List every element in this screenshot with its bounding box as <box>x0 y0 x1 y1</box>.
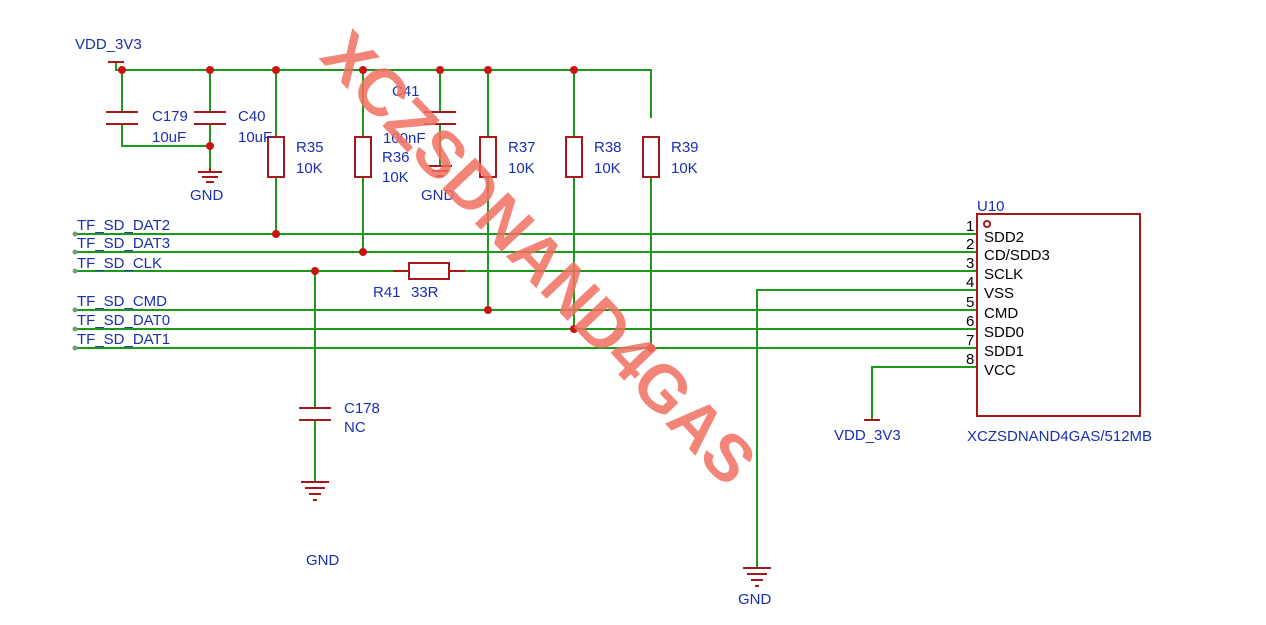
gnd-vss-label: GND <box>738 591 772 608</box>
r41-value: 33R <box>411 284 439 301</box>
u10-pin-num: 4 <box>966 274 974 291</box>
gnd-c179-label: GND <box>190 187 224 204</box>
u10-pin-num: 2 <box>966 236 974 253</box>
junction-dot <box>359 66 367 74</box>
r39-symbol <box>642 136 660 178</box>
r36-symbol <box>354 136 372 178</box>
u10-pin-num: 8 <box>966 351 974 368</box>
r41-symbol <box>393 262 465 280</box>
c179-value: 10uF <box>152 129 186 146</box>
u10-pin-num: 3 <box>966 255 974 272</box>
c41-value: 100nF <box>383 130 426 147</box>
net-endpoint-dot <box>72 345 78 351</box>
c179-symbol <box>106 111 138 125</box>
vdd-bottom-label: VDD_3V3 <box>834 427 901 444</box>
net-label-dat3: TF_SD_DAT3 <box>77 235 170 252</box>
net-endpoint-dot <box>72 231 78 237</box>
junction-dot <box>206 142 214 150</box>
labels: VDD_3V3 C179 10uF C40 10uF GND R35 10K R… <box>75 36 1152 608</box>
r36-ref: R36 <box>382 149 410 166</box>
c178-ref: C178 <box>344 400 380 417</box>
u10-pins: 1 SDD2 2 CD/SDD3 3 SCLK 4 VSS 5 CMD 6 SD… <box>966 218 1050 379</box>
r39-value: 10K <box>671 160 698 177</box>
net-endpoint-dot <box>72 307 78 313</box>
u10-part: XCZSDNAND4GAS/512MB <box>967 428 1152 445</box>
r36-value: 10K <box>382 169 409 186</box>
r35-ref: R35 <box>296 139 324 156</box>
u10-pin-name: SCLK <box>984 266 1023 283</box>
c178-symbol <box>299 407 331 421</box>
junction-dot <box>436 66 444 74</box>
junction-dot <box>118 66 126 74</box>
junction-dot <box>359 248 367 256</box>
junction-dot <box>570 325 578 333</box>
r38-value: 10K <box>594 160 621 177</box>
vdd-rail-wire <box>115 62 652 118</box>
gnd-symbol-c179 <box>198 168 222 183</box>
vcc-rail-wire <box>871 366 977 420</box>
c40-ref: C40 <box>238 108 266 125</box>
wires <box>76 62 977 568</box>
c179-bottom-wire <box>121 124 210 147</box>
u10-ref: U10 <box>977 198 1005 215</box>
u10-pin-name: SDD2 <box>984 229 1024 246</box>
u10-pin-name: SDD1 <box>984 343 1024 360</box>
r37-value: 10K <box>508 160 535 177</box>
junction-dot <box>484 306 492 314</box>
net-endpoint-dot <box>72 268 78 274</box>
r38-symbol <box>565 136 583 178</box>
u10-pin1-marker <box>983 220 991 228</box>
net-label-dat0: TF_SD_DAT0 <box>77 312 170 329</box>
c179-ref: C179 <box>152 108 188 125</box>
junction-dot <box>311 267 319 275</box>
u10-pin-num: 1 <box>966 218 974 235</box>
u10-pin-num: 7 <box>966 332 974 349</box>
u10-body <box>976 213 1141 417</box>
u10-pin-name: SDD0 <box>984 324 1024 341</box>
gnd-c178-label: GND <box>306 552 340 569</box>
u10-pin-name: CMD <box>984 305 1018 322</box>
net-label-dat1: TF_SD_DAT1 <box>77 331 170 348</box>
junction-dot <box>484 66 492 74</box>
r37-symbol <box>479 136 497 178</box>
u10-pin-num: 6 <box>966 313 974 330</box>
net-label-dat2: TF_SD_DAT2 <box>77 217 170 234</box>
r41-ref: R41 <box>373 284 401 301</box>
c41-symbol <box>424 111 456 125</box>
r37-ref: R37 <box>508 139 536 156</box>
watermark-text: XCZSDNAND4GAS <box>308 17 771 499</box>
junction-dot <box>206 66 214 74</box>
junctions <box>118 66 655 352</box>
junction-dot <box>647 344 655 352</box>
net-endpoint-dot <box>72 249 78 255</box>
r38-ref: R38 <box>594 139 622 156</box>
junction-dot <box>272 230 280 238</box>
net-label-clk: TF_SD_CLK <box>77 255 162 272</box>
gnd-symbol-vss <box>743 567 771 587</box>
junction-dot <box>570 66 578 74</box>
components <box>106 61 1141 587</box>
junction-dot <box>272 66 280 74</box>
u10-pin-name: VCC <box>984 362 1016 379</box>
gnd-symbol-c178 <box>301 481 329 501</box>
net-label-cmd: TF_SD_CMD <box>77 293 167 310</box>
vss-gnd-wire <box>756 289 977 568</box>
c41-ref: C41 <box>392 83 420 100</box>
net-endpoint-dot <box>72 326 78 332</box>
r39-ref: R39 <box>671 139 699 156</box>
r35-symbol <box>267 136 285 178</box>
net-endpoints <box>72 231 78 351</box>
c40-symbol <box>194 111 226 125</box>
u10-pin-num: 5 <box>966 294 974 311</box>
c178-value: NC <box>344 419 366 436</box>
c40-value: 10uF <box>238 129 272 146</box>
u10-pin-name: CD/SDD3 <box>984 247 1050 264</box>
r35-value: 10K <box>296 160 323 177</box>
gnd-c41-label: GND <box>421 187 455 204</box>
u10-pin-name: VSS <box>984 285 1014 302</box>
gnd-symbol-c41 <box>428 165 452 177</box>
vdd-top-label: VDD_3V3 <box>75 36 142 53</box>
